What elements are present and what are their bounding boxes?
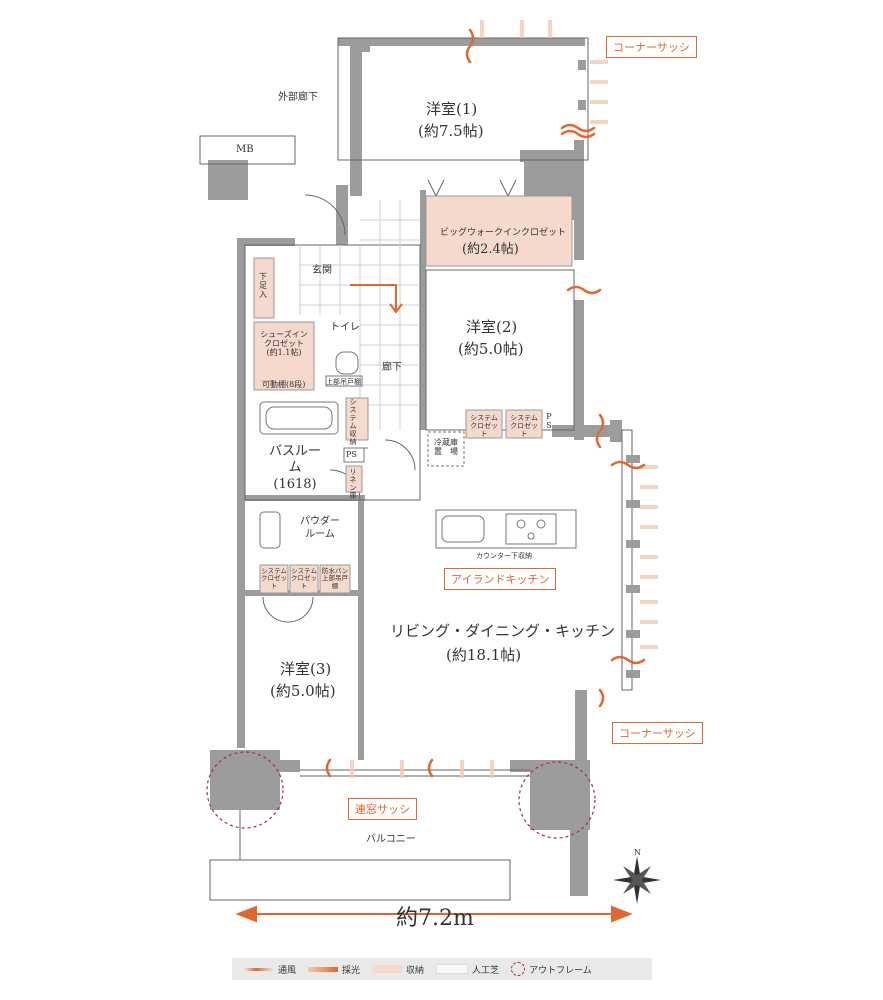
shoes-closet-label: シューズイン クロゼット (約1.1帖) — [260, 330, 308, 358]
turf-swatch-icon — [436, 964, 469, 974]
legend: 通風 採光 収納 人工芝 アウトフレーム — [232, 958, 652, 980]
outer-corridor-label: 外部廊下 — [278, 92, 318, 103]
legend-turf-label: 人工芝 — [472, 965, 500, 976]
powder-room-label: パウダー ルーム — [300, 516, 340, 540]
storage-areas — [253, 195, 573, 594]
linen-closet-label: リネン庫 — [349, 468, 357, 501]
movable-shelf-label: 可動棚(8段) — [262, 380, 306, 389]
ldk-size: (約18.1帖) — [446, 646, 522, 664]
north-label: N — [634, 848, 641, 857]
corner-sash-label-top: コーナーサッシ — [606, 36, 697, 58]
window-mullions — [578, 60, 640, 678]
walls — [208, 38, 622, 896]
system-closet-1-label: システム クロゼット — [470, 414, 498, 439]
legend-turf: 人工芝 — [436, 963, 499, 976]
light-gradients — [350, 20, 658, 778]
fixtures — [259, 351, 577, 549]
room2-size: (約5.0帖) — [458, 340, 524, 358]
legend-storage: 収納 — [372, 963, 424, 976]
waterproof-pan-label: 防水パン 上部吊戸棚 — [321, 567, 349, 590]
system-closet-3-label: システム クロゼット — [261, 567, 287, 590]
system-closet-4-label: システム クロゼット — [291, 567, 317, 590]
legend-outframe: アウトフレーム — [511, 962, 592, 976]
upper-cabinet-label: 上部吊戸棚 — [326, 378, 361, 386]
mb-label: MB — [236, 144, 254, 155]
wind-marks — [325, 28, 646, 778]
legend-light-label: 採光 — [342, 965, 361, 976]
room3-size: (約5.0帖) — [270, 682, 336, 700]
room1-name: 洋室(1) — [426, 100, 478, 118]
renso-sash-label: 連窓サッシ — [348, 798, 417, 820]
legend-wind-label: 通風 — [278, 965, 297, 976]
ps-right-label: P S — [546, 412, 552, 431]
walkin-closet-size: (約2.4帖) — [462, 242, 519, 257]
bathroom-label: バスルーム (1618) — [268, 444, 321, 492]
outframe-circles — [206, 751, 596, 839]
walkin-closet-name: ビッグウォークインクロゼット — [440, 228, 567, 238]
legend-wind: 通風 — [244, 963, 296, 976]
tile-grid — [299, 200, 420, 430]
light-swatch-icon — [308, 966, 339, 972]
compass-icon — [613, 856, 661, 904]
outframe-swatch-icon — [511, 962, 526, 976]
room3-name: 洋室(3) — [280, 660, 332, 678]
system-storage-label: システム収納 — [349, 398, 357, 447]
legend-light: 採光 — [308, 963, 360, 976]
entry-arrow — [350, 284, 403, 314]
room2-name: 洋室(2) — [466, 318, 518, 336]
counter-storage-label: カウンター下収納 — [476, 552, 532, 560]
shoe-box-label: 下足入 — [259, 272, 267, 300]
interior-lines — [199, 37, 633, 901]
island-kitchen-label: アイランドキッチン — [444, 568, 557, 590]
entrance-label: 玄関 — [312, 265, 332, 276]
wind-swatch-icon — [244, 967, 274, 971]
balcony-label: バルコニー — [366, 834, 416, 845]
toilet-label: トイレ — [330, 322, 360, 333]
fridge-space-label: 冷蔵庫 置 場 — [434, 438, 458, 457]
room1-size: (約7.5帖) — [418, 122, 484, 140]
legend-outframe-label: アウトフレーム — [529, 965, 592, 976]
system-closet-2-label: システム クロゼット — [510, 414, 538, 439]
width-dimension-arrow — [235, 905, 633, 923]
legend-storage-label: 収納 — [406, 965, 425, 976]
ps-label: PS — [346, 450, 357, 459]
corner-sash-label-right: コーナーサッシ — [612, 722, 703, 744]
hallway-label: 廊下 — [382, 362, 402, 373]
width-label: 約7.2m — [396, 906, 474, 931]
storage-swatch-icon — [372, 965, 403, 973]
ldk-name: リビング・ダイニング・キッチン — [390, 622, 616, 640]
